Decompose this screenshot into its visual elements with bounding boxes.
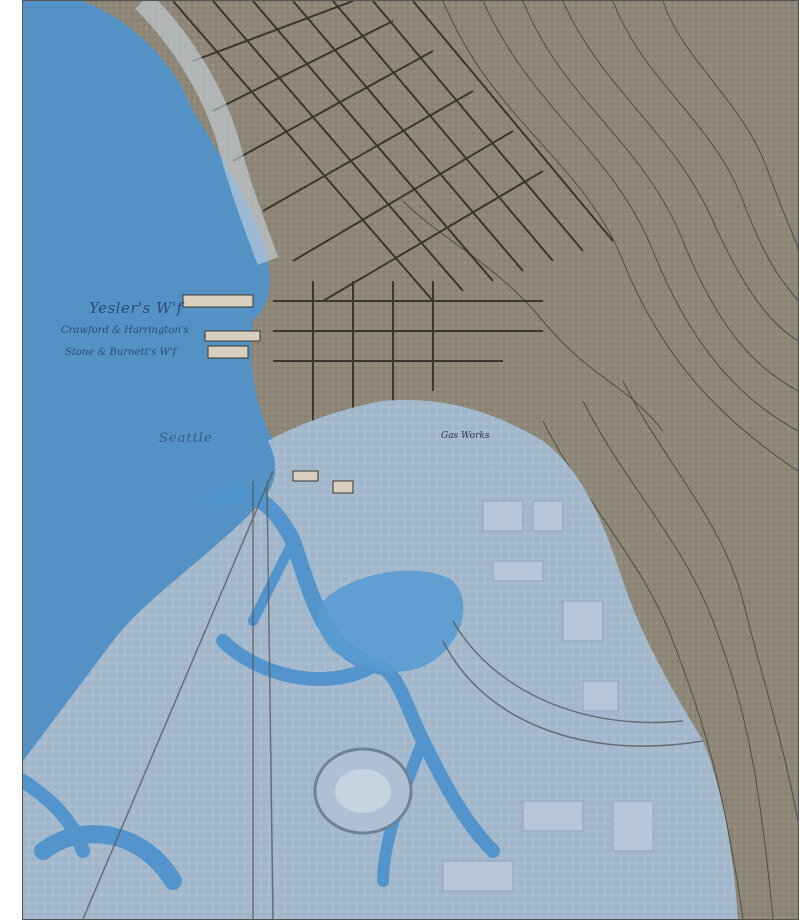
rail-lines [82,470,704,919]
yesler-wharf-label: Yesler's W'f [89,299,183,317]
bay-water [23,1,277,761]
street-grid [172,1,614,421]
lagoon-water [317,570,464,672]
crawford-harrington-label: Crawford & Harrington's [61,325,189,336]
wharves [182,294,354,494]
gas-works-label: Gas Works [441,431,490,441]
flat-blocks [442,500,654,892]
shoreline-band [135,1,279,265]
stadium [313,747,413,835]
stone-burnett-label: Stone & Burnett's W'f [65,347,177,358]
seattle-label: Seattle [159,431,213,446]
historic-map-frame: Yesler's W'f Crawford & Harrington's Sto… [22,0,799,920]
map-canvas [23,1,798,919]
